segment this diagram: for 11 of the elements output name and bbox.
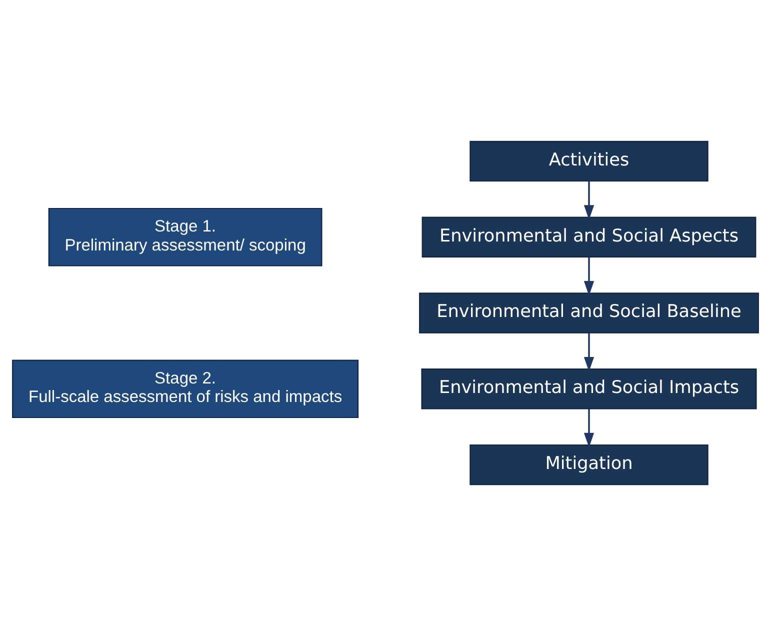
arrow (584, 332, 594, 371)
node-box: Environmental and Social Aspects (422, 216, 756, 257)
node-box: Environmental and Social Baseline (419, 292, 759, 333)
node-box: Stage 1. Preliminary assessment/ scoping (48, 207, 322, 266)
node-box: Mitigation (470, 444, 708, 485)
arrow (584, 256, 594, 296)
node-box: Stage 2. Full-scale assessment of risks and impacts (12, 359, 359, 418)
node-box: Environmental and Social Impacts (421, 368, 757, 409)
arrow (584, 408, 594, 447)
arrow (584, 180, 594, 220)
node-box: Activities (470, 140, 708, 182)
